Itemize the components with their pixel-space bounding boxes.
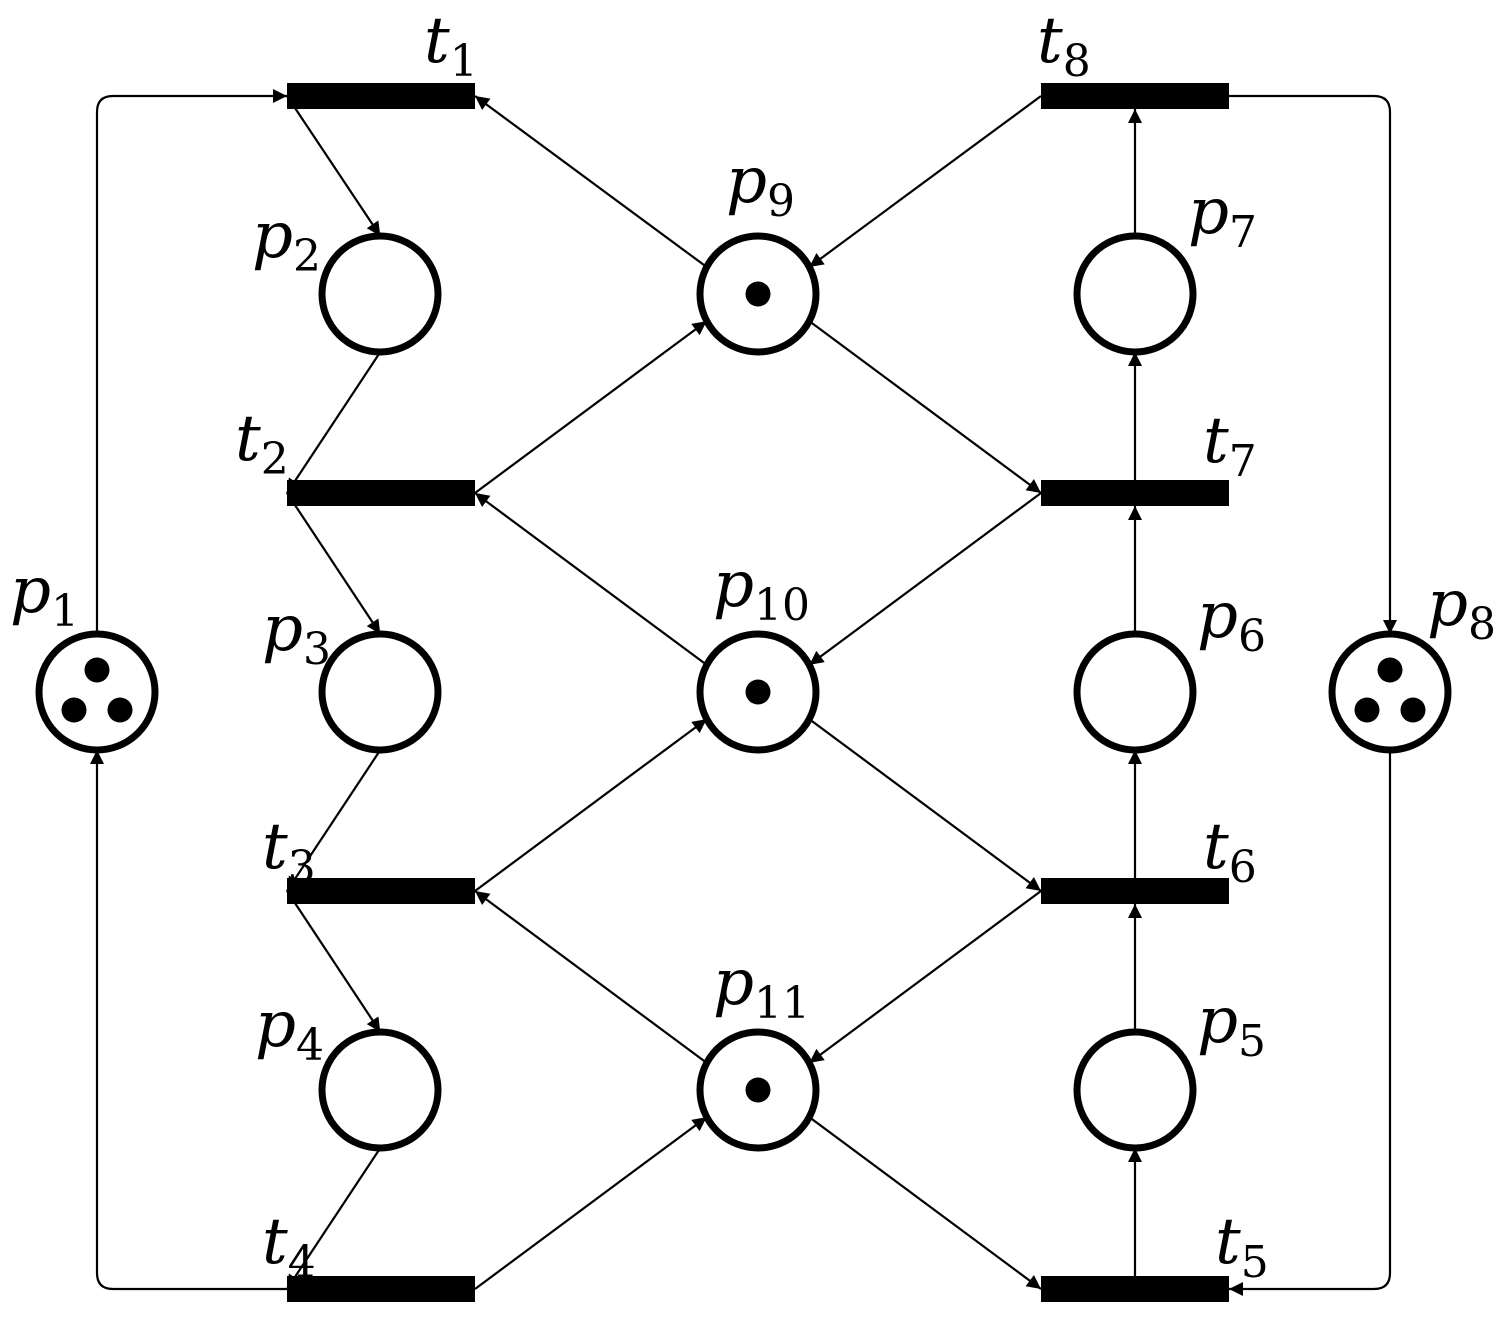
transition-label-t1: t1 <box>424 4 478 87</box>
place-p8 <box>1328 630 1452 754</box>
transition-t2 <box>287 480 475 506</box>
token-p11-1 <box>745 1077 771 1103</box>
arcs <box>90 89 1397 1296</box>
arc-p2-to-t2 <box>286 351 382 494</box>
transition-t6 <box>1041 878 1229 904</box>
arc-p1-to-t1 <box>95 89 287 634</box>
token-p10-1 <box>745 679 771 705</box>
transition-t5 <box>1041 1276 1229 1302</box>
arc-t8-to-p9 <box>808 95 1042 268</box>
arc-p10-to-t6 <box>808 718 1042 892</box>
place-p5 <box>1073 1028 1197 1152</box>
token-p9-1 <box>745 281 771 307</box>
transition-label-t3: t3 <box>262 810 316 893</box>
arc-p11-to-t3 <box>474 890 708 1064</box>
labels: t1 t2 t3 t4 t5 t6 t7 t8 p1 p2 p3 p4 p5 p6 p7 p8 p9 p10 p11 <box>10 4 1496 1288</box>
place-label-p5: p5 <box>1197 984 1266 1067</box>
place-p6 <box>1073 630 1197 754</box>
arc-t7-to-p10 <box>808 492 1042 666</box>
arc-t8-to-p8 <box>1229 94 1397 634</box>
arc-t2-to-p9 <box>474 320 708 494</box>
transition-t8 <box>1041 83 1229 109</box>
place-label-p4: p4 <box>255 988 324 1071</box>
arc-t3-to-p10 <box>474 718 708 892</box>
transition-label-t5: t5 <box>1215 1205 1269 1288</box>
transition-label-t6: t6 <box>1203 810 1257 893</box>
place-p3 <box>318 630 442 754</box>
token-p8-1 <box>1377 657 1403 683</box>
token-p1-2 <box>61 697 87 723</box>
token-p1-1 <box>84 657 110 683</box>
arc-t4-to-p11 <box>474 1116 708 1290</box>
place-label-p2: p2 <box>252 199 321 282</box>
arc-p10-to-t2 <box>474 492 708 666</box>
nodes <box>35 83 1452 1302</box>
arc-p4-to-t4 <box>286 1147 382 1290</box>
transition-label-t2: t2 <box>235 402 289 485</box>
transition-t7 <box>1041 480 1229 506</box>
place-label-p10: p10 <box>713 548 810 631</box>
arc-t3-to-p4 <box>286 890 382 1033</box>
place-label-p11: p11 <box>713 946 810 1029</box>
token-p8-2 <box>1354 697 1380 723</box>
place-label-p1: p1 <box>10 554 79 637</box>
place-p2 <box>318 232 442 356</box>
place-label-p3: p3 <box>262 592 331 675</box>
place-p4 <box>318 1028 442 1152</box>
arc-p3-to-t3 <box>286 749 382 892</box>
arc-p8-to-t5 <box>1229 750 1392 1296</box>
place-p7 <box>1073 232 1197 356</box>
arc-p11-to-t5 <box>808 1116 1042 1290</box>
place-p1 <box>35 630 159 754</box>
transition-t1 <box>287 83 475 109</box>
arc-t6-to-p11 <box>808 890 1042 1064</box>
arc-p9-to-t1 <box>474 95 708 268</box>
transition-label-t7: t7 <box>1203 404 1257 487</box>
transition-label-t8: t8 <box>1037 4 1091 87</box>
transition-label-t4: t4 <box>262 1205 316 1288</box>
arc-t1-to-p2 <box>286 95 382 237</box>
token-p1-3 <box>107 697 133 723</box>
transition-t3 <box>287 878 475 904</box>
transition-t4 <box>287 1276 475 1302</box>
place-label-p6: p6 <box>1197 579 1266 662</box>
arc-t2-to-p3 <box>286 492 382 635</box>
place-label-p9: p9 <box>726 144 795 227</box>
place-label-p8: p8 <box>1427 567 1496 650</box>
arc-p9-to-t7 <box>808 320 1042 494</box>
place-label-p7: p7 <box>1188 175 1257 258</box>
token-p8-3 <box>1400 697 1426 723</box>
arc-t4-to-p1 <box>90 750 287 1291</box>
